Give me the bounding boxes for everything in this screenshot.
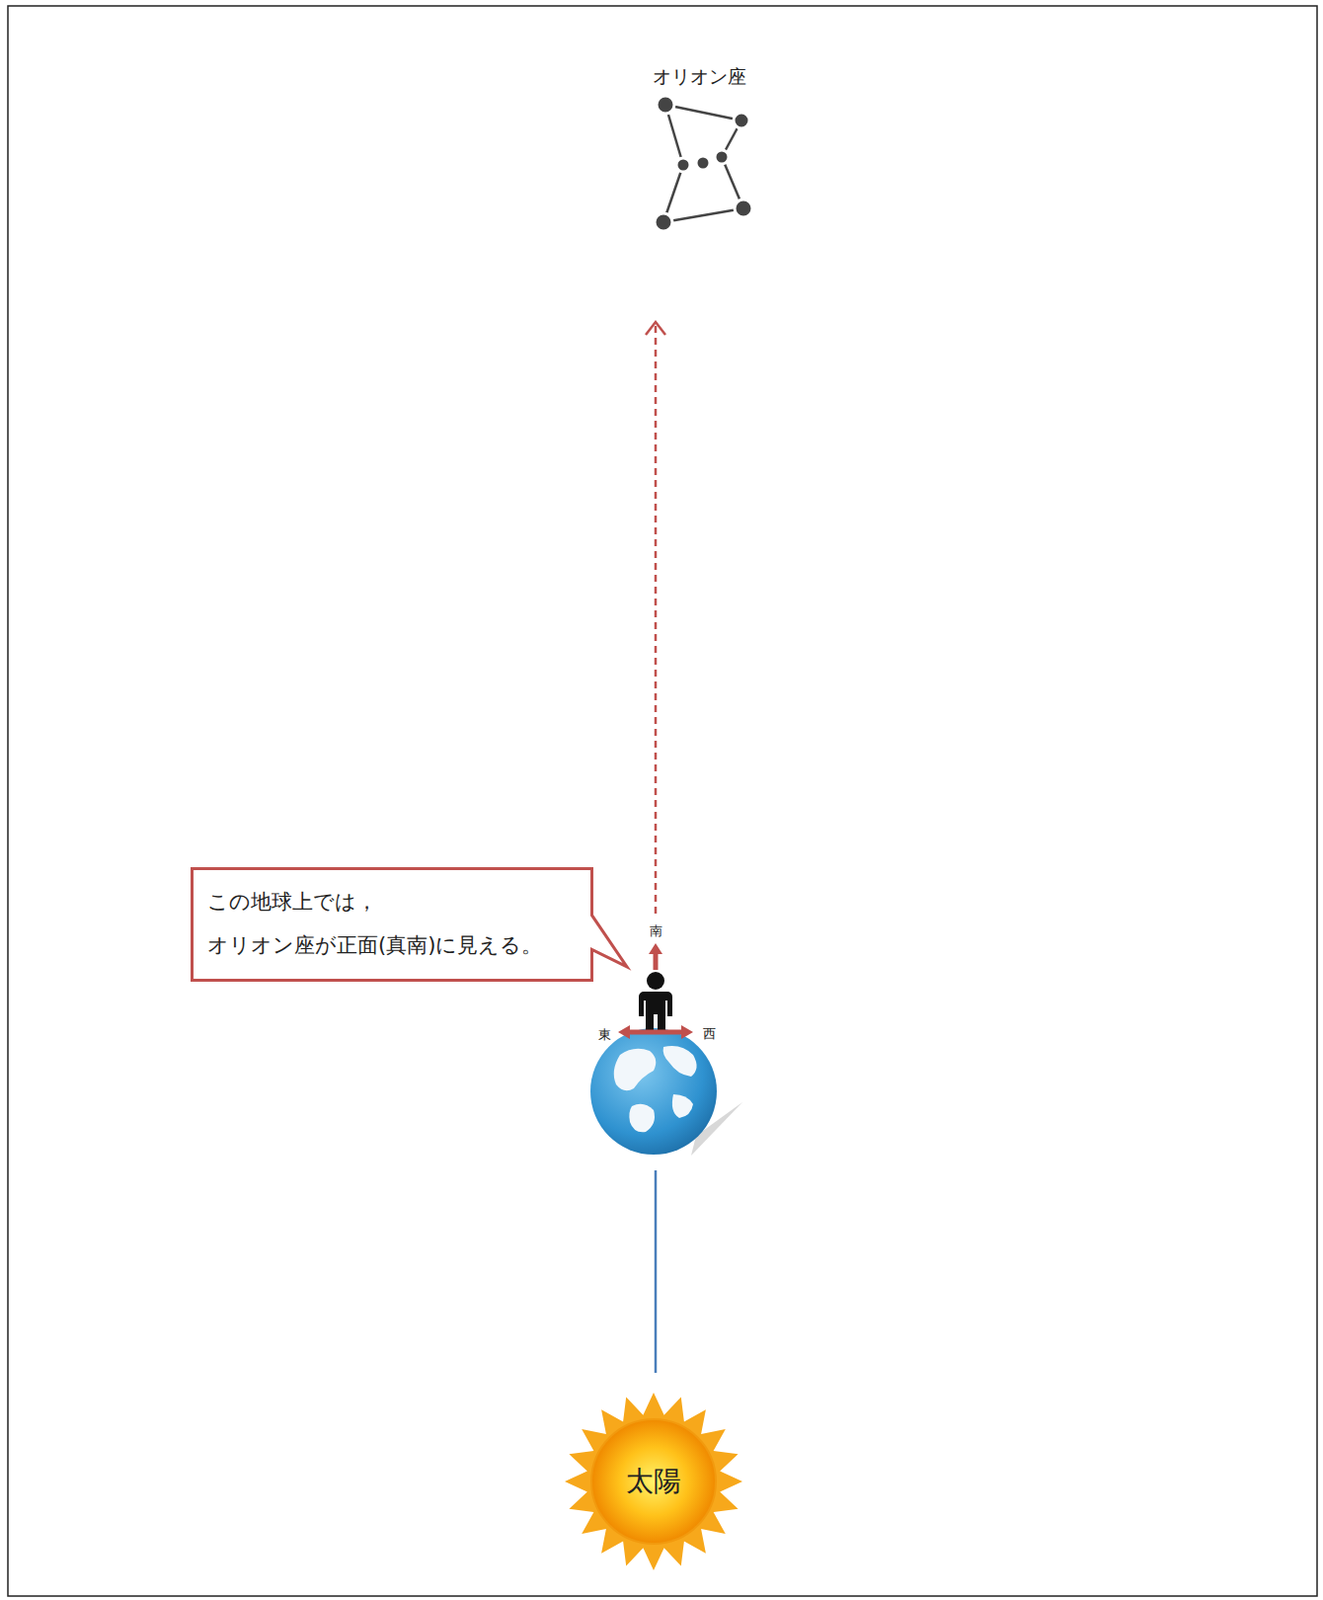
- callout-outline: [190, 866, 594, 982]
- callout-text: オリオン座が正面(真南)に見える。: [207, 923, 574, 967]
- orion-constellation: [654, 95, 753, 232]
- sun-label: 太陽: [625, 1462, 682, 1500]
- sight-arrow: [645, 321, 666, 914]
- person-figure: [638, 971, 673, 1034]
- earth-globe: [590, 1027, 743, 1156]
- sun-node: 太陽: [559, 1387, 748, 1575]
- direction-label: 南: [649, 924, 663, 938]
- direction-label: 西: [702, 1026, 716, 1041]
- sun-earth-line: [654, 1169, 658, 1373]
- callout-box: この地球上では，オリオン座が正面(真南)に見える。: [190, 866, 594, 982]
- direction-label: 東: [598, 1027, 612, 1042]
- frame: [7, 5, 1318, 1596]
- constellation-label: オリオン座: [652, 66, 747, 87]
- direction-arrows: [618, 942, 694, 1039]
- callout-text: この地球上では，: [207, 879, 574, 924]
